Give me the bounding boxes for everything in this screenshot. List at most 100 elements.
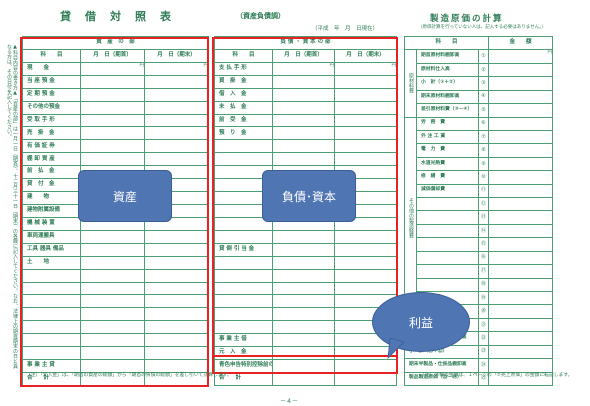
mfg-amount-value[interactable] xyxy=(488,264,553,279)
mfg-amount-value[interactable] xyxy=(488,76,553,91)
liability-row: 未 払 金 xyxy=(214,100,397,115)
page-number: －４－ xyxy=(280,398,299,405)
assets-table: 資 産 の 部 科 目 月 日（期首） 月 日（期末） 現 金円円当 座 預 金… xyxy=(22,36,209,387)
asset-row: 土 地 xyxy=(22,255,209,270)
profit-callout: 利益 xyxy=(372,292,470,352)
mfg-row: ⑫ xyxy=(405,197,553,212)
yen-unit: 円 xyxy=(391,62,396,68)
mfg-row: ⑭ xyxy=(405,223,553,239)
mfg-row: ⑬ xyxy=(405,210,553,225)
mfg-amount-value[interactable] xyxy=(488,371,553,387)
mfg-amount-value[interactable] xyxy=(488,210,553,225)
asset-row: 工具 器具 備品 xyxy=(22,242,209,257)
mfg-amount-value[interactable] xyxy=(488,304,553,319)
liability-row: 前 受 金 xyxy=(214,113,397,128)
mfg-amount-value[interactable] xyxy=(488,143,553,158)
manufacturing-note: （原価計算を行っていない人は、記入する必要はありません。） xyxy=(418,25,546,30)
mfg-item-number: ⑳ xyxy=(478,304,489,319)
asset-row xyxy=(22,281,209,296)
liability-end-value[interactable] xyxy=(334,371,397,387)
mfg-item-number: ⑬ xyxy=(478,210,489,225)
mfg-item-label: 減価償却費 xyxy=(416,183,479,199)
asset-row: 有 価 証 券 xyxy=(22,139,209,154)
mfg-item-label xyxy=(416,197,479,212)
asset-row: その他の預金 xyxy=(22,100,209,115)
profit-callout-tail xyxy=(387,338,405,360)
mfg-amount-value[interactable] xyxy=(488,103,553,118)
mfg-item-number: ㉓ xyxy=(478,344,489,360)
liability-row: 青色申告特別控除前の所得金額 xyxy=(214,359,397,373)
yen-unit: 円 xyxy=(329,62,334,68)
mfg-item-number: ⑭ xyxy=(478,223,489,239)
mfg-amount-value[interactable] xyxy=(488,237,553,252)
mfg-amount-value[interactable] xyxy=(488,344,553,360)
balance-sheet-title: 貸借対照表 xyxy=(60,10,185,23)
mfg-col-item: 科 目 xyxy=(404,35,489,51)
mfg-item-number: ⑦ xyxy=(478,129,489,145)
mfg-item-label xyxy=(416,264,479,279)
mfg-amount-value[interactable] xyxy=(488,156,553,172)
date-line: （平成 年 月 日現在） xyxy=(312,26,379,32)
mfg-item-label: 水道光熱費 xyxy=(416,156,479,172)
mfg-amount-value[interactable] xyxy=(488,116,553,131)
mfg-amount-value[interactable]: 円 xyxy=(488,49,553,64)
footer-note-left: （注）「元入金」は、「期首の資産の総額」から「期首の負債の総額」を差し引いて計算… xyxy=(26,373,232,378)
mfg-item-number: ④ xyxy=(478,89,489,105)
mfg-amount-value[interactable] xyxy=(488,277,553,293)
mfg-row: 製品製造原価（㉓－㉔）㉕ xyxy=(404,371,553,387)
mfg-item-number: ① xyxy=(478,49,489,64)
asset-row xyxy=(22,268,209,283)
mfg-item-label: 修 繕 費 xyxy=(416,170,479,185)
asset-row xyxy=(22,307,209,322)
liability-row: 買 掛 金 xyxy=(214,74,397,89)
mfg-amount-value[interactable] xyxy=(488,170,553,185)
mfg-item-label xyxy=(416,237,479,252)
mfg-amount-value[interactable] xyxy=(488,183,553,199)
asset-row: 受 取 手 形 xyxy=(22,113,209,128)
mfg-amount-value[interactable] xyxy=(488,290,553,306)
mfg-amount-value[interactable] xyxy=(488,129,553,145)
mfg-amount-value[interactable] xyxy=(488,250,553,266)
mfg-item-label: 期末原材料棚卸高 xyxy=(416,89,479,105)
mfg-amount-value[interactable] xyxy=(488,331,553,346)
mfg-item-number: ⑩ xyxy=(478,170,489,185)
mfg-item-number: ③ xyxy=(478,76,489,91)
mfg-item-number: ㉒ xyxy=(478,331,489,346)
footer-note-right: （注）㉕欄の金額は、１ページの「⑦売上原価」の金額に転記します。 xyxy=(420,373,573,378)
mfg-item-label xyxy=(416,223,479,239)
mfg-amount-value[interactable] xyxy=(488,89,553,105)
mfg-amount-value[interactable] xyxy=(488,197,553,212)
liability-row: 合 計 xyxy=(214,371,397,387)
mfg-row: ⑯ xyxy=(405,250,553,266)
mfg-item-number: ⑤ xyxy=(478,103,489,118)
mfg-item-number: ⑯ xyxy=(478,250,489,266)
mfg-amount-value[interactable] xyxy=(488,317,553,333)
mfg-amount-value[interactable] xyxy=(488,223,553,239)
mfg-item-label: 差引原材料費（③－④） xyxy=(416,103,479,118)
mfg-item-number: ⑲ xyxy=(478,290,489,306)
yen-unit: 円 xyxy=(547,50,552,56)
liability-row: 事 業 主 借 xyxy=(214,333,397,348)
liability-row: 支 払 手 形円円 xyxy=(214,61,397,76)
mfg-item-label: 期首原材料棚卸高 xyxy=(416,49,479,64)
liability-row: 借 入 金 xyxy=(214,87,397,102)
mfg-item-label: 原材料仕入高 xyxy=(416,62,479,78)
assets-callout: 資産 xyxy=(78,170,172,222)
mfg-item-number: ⑱ xyxy=(478,277,489,293)
balance-sheet-subtitle: （資産負債調） xyxy=(236,12,285,20)
mfg-item-number: ⑰ xyxy=(478,264,489,279)
mfg-row: ⑰ xyxy=(405,264,553,279)
mfg-item-label: 小 計（①＋②） xyxy=(416,76,479,91)
mfg-row: 小 計（①＋②）③ xyxy=(405,76,553,91)
mfg-item-number: ⑧ xyxy=(478,143,489,158)
mfg-row: 差引原材料費（③－④）⑤ xyxy=(405,103,553,118)
mfg-item-number: ⑨ xyxy=(478,156,489,172)
liability-start-value[interactable] xyxy=(272,371,335,387)
mfg-amount-value[interactable] xyxy=(488,62,553,78)
asset-row xyxy=(22,346,209,361)
